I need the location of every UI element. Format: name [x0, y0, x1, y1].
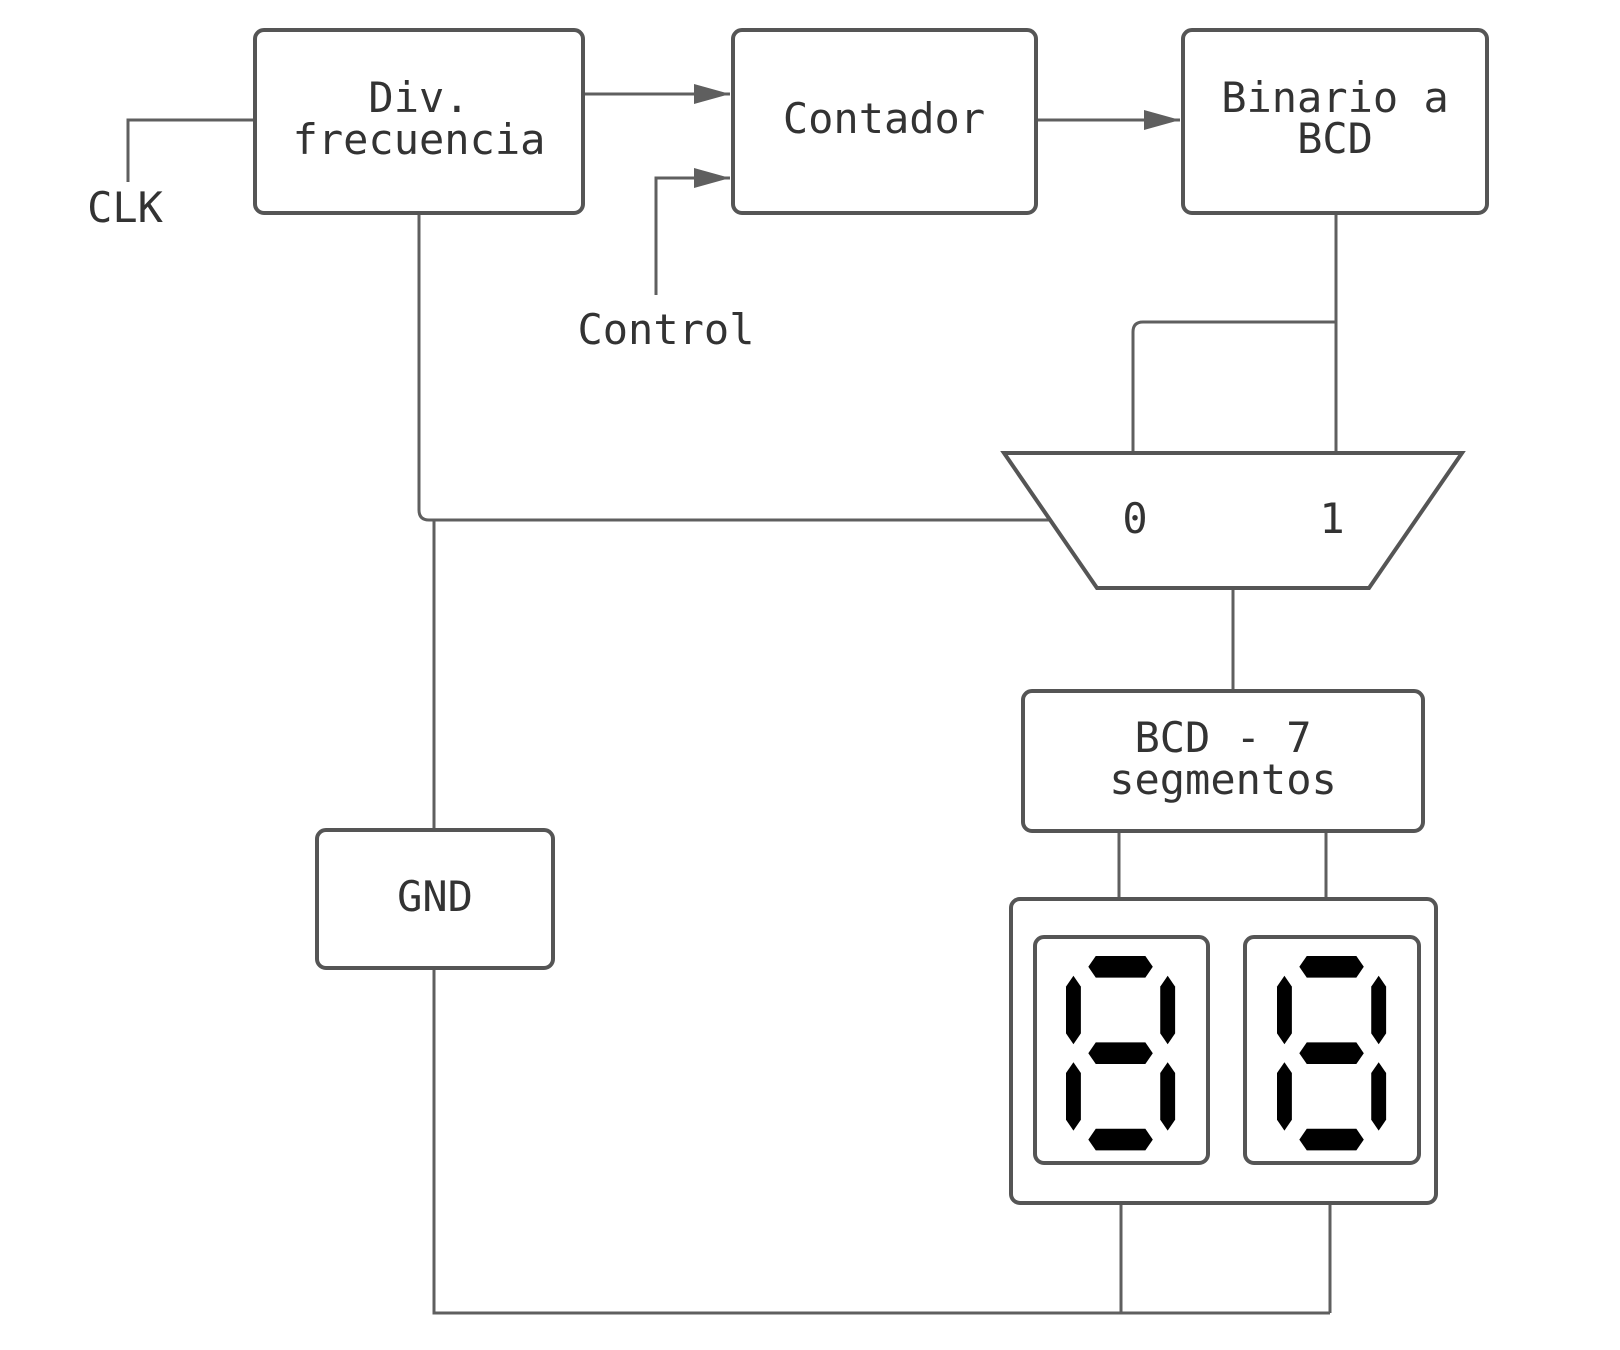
- bcd-to-mux0-wire: [1131, 320, 1336, 453]
- seven-segment-display: [1009, 897, 1438, 1205]
- mux-input-0-label: 0: [1122, 494, 1147, 543]
- control-wire: [654, 168, 730, 295]
- bcd-to-7-segment-block: BCD - 7 segmentos: [1021, 689, 1425, 833]
- ground-bus-wire: [432, 968, 1330, 1315]
- binary-to-bcd-label-line1: Binario a: [1221, 73, 1449, 122]
- bcd-to-7-segment-label-line1: BCD - 7: [1134, 713, 1311, 762]
- digit-1: [1033, 935, 1210, 1165]
- frequency-divider-label-line2: frecuencia: [293, 115, 546, 164]
- frequency-divider-label-line1: Div.: [368, 73, 469, 122]
- counter-block: Contador: [731, 28, 1038, 215]
- gnd-label: GND: [397, 872, 473, 921]
- clk-wire: [126, 118, 255, 182]
- gnd-block: GND: [315, 828, 555, 970]
- control-label: Control: [577, 305, 754, 354]
- binary-to-bcd-block: Binario a BCD: [1181, 28, 1489, 215]
- digit-2: [1243, 935, 1421, 1165]
- multiplexer: 0 1: [1000, 451, 1466, 590]
- counter-label: Contador: [783, 94, 985, 143]
- mux-input-1-label: 1: [1319, 494, 1344, 543]
- frequency-divider-block: Div. frecuencia: [253, 28, 585, 215]
- binary-to-bcd-label-line2: BCD: [1297, 114, 1373, 163]
- bcd-to-7-segment-label-line2: segmentos: [1109, 755, 1337, 804]
- clk-label: CLK: [87, 183, 164, 232]
- divider-to-mux-wire: [417, 213, 1050, 522]
